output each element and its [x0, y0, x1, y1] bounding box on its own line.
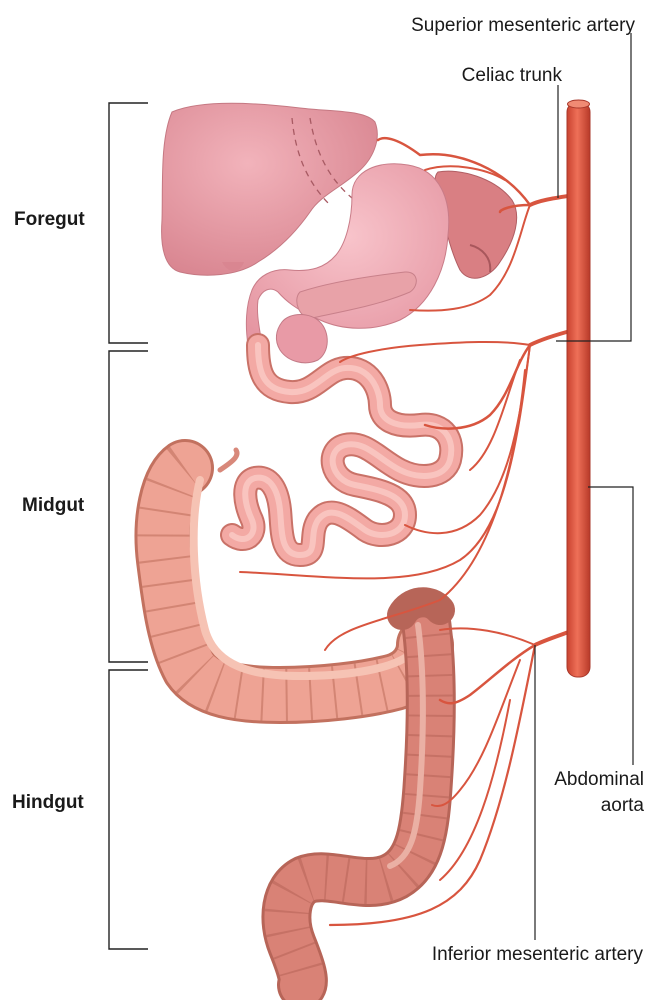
foregut-bracket: [108, 102, 148, 344]
abdominal-aorta: [566, 99, 591, 678]
abdominal-aorta-label-line1: Abdominal: [554, 769, 644, 790]
midgut-bracket: [108, 350, 148, 663]
colon: [134, 439, 454, 724]
small-intestine: [220, 333, 464, 567]
descending-colon: [261, 587, 456, 1000]
liver: [161, 102, 378, 276]
midgut-label: Midgut: [22, 495, 85, 516]
hindgut-label: Hindgut: [12, 792, 84, 813]
hindgut-bracket: [108, 669, 148, 950]
inferior-mesenteric-branches: [328, 627, 576, 927]
pancreas: [275, 271, 417, 364]
superior-mesenteric-artery-label: Superior mesenteric artery: [411, 15, 635, 36]
foregut-label: Foregut: [14, 209, 85, 230]
celiac-trunk-label: Celiac trunk: [462, 65, 563, 86]
abdominal-aorta-leader: [588, 486, 634, 765]
superior-mesenteric-branches: [239, 328, 576, 651]
superior-mesenteric-leader: [556, 33, 632, 342]
inferior-mesenteric-artery-label: Inferior mesenteric artery: [432, 944, 644, 965]
abdominal-aorta-label-line2: aorta: [601, 795, 645, 816]
